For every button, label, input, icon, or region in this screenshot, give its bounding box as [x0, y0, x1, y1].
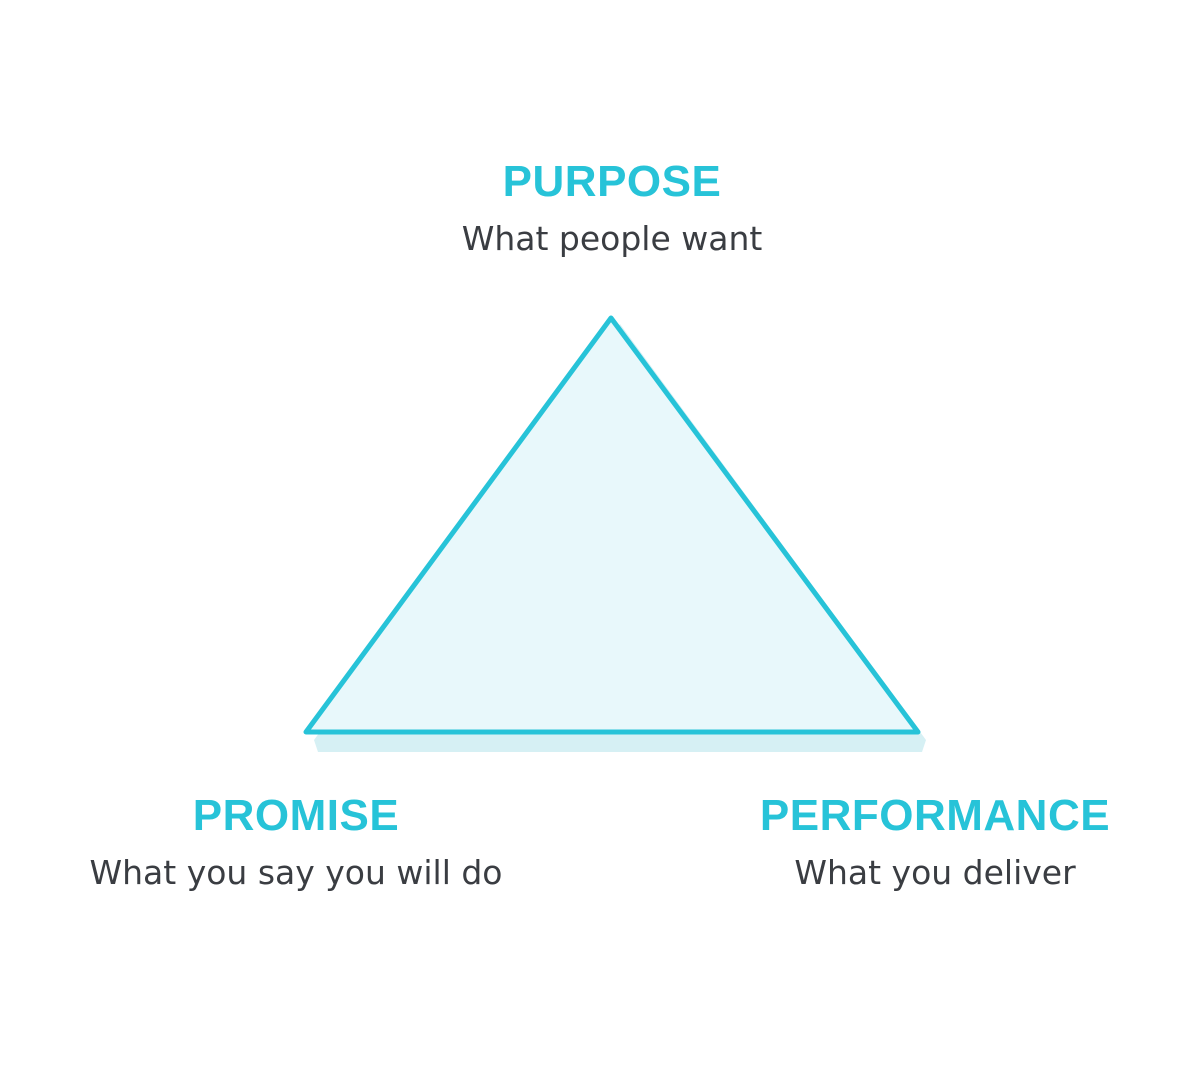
purpose-label: PURPOSE What people want — [461, 157, 763, 258]
purpose-title: PURPOSE — [502, 157, 722, 206]
purpose-subtitle: What people want — [461, 219, 763, 258]
promise-label: PROMISE What you say you will do — [89, 791, 503, 892]
performance-title: PERFORMANCE — [759, 791, 1111, 840]
performance-label: PERFORMANCE What you deliver — [759, 791, 1111, 892]
triangle-shape — [303, 315, 921, 735]
promise-subtitle: What you say you will do — [89, 853, 503, 892]
promise-title: PROMISE — [192, 791, 400, 840]
performance-subtitle: What you deliver — [794, 853, 1076, 892]
